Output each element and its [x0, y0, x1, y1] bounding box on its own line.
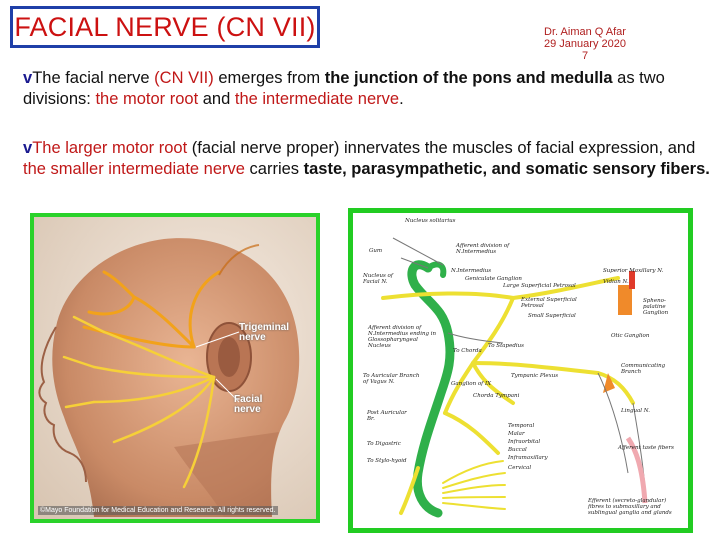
- text-span: as two divisions:: [23, 69, 665, 108]
- label-tympanic-plexus: Tympanic Plexus: [511, 373, 559, 379]
- text-span: the intermediate nerve: [234, 90, 400, 108]
- schematic-labels: Nucleus solitarius Gum Afferent division…: [353, 213, 688, 528]
- label-lingual: Lingual N.: [621, 408, 651, 414]
- text-span: the smaller intermediate nerve: [23, 160, 245, 178]
- label-otic: Otic Ganglion: [611, 333, 650, 339]
- label-infraorbital: Infraorbital: [508, 439, 541, 445]
- label-trigeminal-nerve: Trigeminal nerve: [239, 322, 290, 343]
- author-date: 29 January 2020: [544, 38, 626, 50]
- author-block: Dr. Aiman Q Afar 29 January 2020 7: [520, 26, 650, 62]
- label-sphenopalatine: Spheno-palatine Ganglion: [643, 298, 669, 316]
- label-vidian: Vidian N.: [603, 279, 629, 285]
- text-span: the junction of the pons and medulla: [324, 69, 613, 87]
- label-afferent-fibers: Afferent taste fibers: [618, 445, 674, 451]
- facial-nerve-lines: [62, 315, 216, 489]
- label-post-auricular: Post Auricular Br.: [367, 410, 407, 422]
- author-name: Dr. Aiman Q Afar: [544, 26, 626, 38]
- label-afferent-division-2: Afferent division of N.Intermedius endin…: [368, 325, 437, 349]
- label-nucleus-facial: Nucleus of Facial N.: [363, 273, 393, 285]
- label-communicating: Communicating Branch: [621, 363, 666, 375]
- text-span: (CN VII): [154, 69, 214, 87]
- bullet-marker: v: [23, 139, 33, 157]
- main-trunk: [407, 260, 455, 518]
- intermediate-nerve: [381, 276, 635, 515]
- label-greater-superficial: Large Superficial Petrosal: [503, 283, 576, 289]
- label-superior-maxillary: Superior Maxillary N.: [603, 268, 664, 274]
- title-box: FACIAL NERVE (CN VII): [10, 6, 320, 48]
- label-to-chorda: To Chorda: [453, 348, 482, 354]
- page-number: 7: [581, 50, 589, 62]
- sphenopalatine-ganglion: [618, 285, 632, 315]
- label-efferent: Efferent (secreto-glandular) fibres to s…: [588, 498, 672, 516]
- text-span: .: [399, 90, 404, 108]
- label-afferent-division: Afferent division of N.Intermedius: [456, 243, 510, 255]
- label-to-stylohyoid: To Stylo-hyoid: [367, 458, 407, 464]
- copyright-credit: ©Mayo Foundation for Medical Education a…: [38, 506, 278, 515]
- bullet-2: vThe larger motor root (facial nerve pro…: [23, 138, 713, 180]
- head-illustration: Trigeminal nerve Facial nerve ©Mayo Foun…: [30, 213, 320, 523]
- text-span: emerges from: [213, 69, 325, 87]
- text-span: (facial nerve proper): [187, 139, 340, 157]
- label-cervical: Cervical: [508, 465, 532, 471]
- trigeminal-nerve-lines: [82, 270, 221, 349]
- text-span: the motor root: [95, 90, 199, 108]
- label-gum: Gum: [369, 248, 383, 254]
- nerve-schematic: Nucleus solitarius Gum Afferent division…: [348, 208, 693, 533]
- label-facial-nerve: Facial nerve: [234, 394, 263, 415]
- schematic-svg: [381, 237, 648, 518]
- page-title: FACIAL NERVE (CN VII): [14, 11, 316, 42]
- label-to-auricular: To Auricular Branch of Vagus N.: [363, 373, 420, 385]
- bullet-1: vThe facial nerve (CN VII) emerges from …: [23, 68, 713, 110]
- label-temporal: Temporal: [508, 423, 535, 429]
- text-span: and: [198, 90, 235, 108]
- label-to-stapedius: To Stapedius: [488, 343, 524, 349]
- head-svg: [34, 217, 316, 519]
- label-buccal: Buccal: [508, 447, 527, 453]
- label-geniculate: Geniculate Ganglion: [465, 276, 522, 282]
- label-small-superficial: Small Superficial: [528, 313, 576, 319]
- label-to-digastric: To Digastric: [367, 441, 401, 447]
- text-span: carries: [244, 160, 304, 178]
- bullet-marker: v: [23, 69, 33, 87]
- label-ganglion-ix: Ganglion of IX: [451, 381, 492, 387]
- label-nucleus-solitarius: Nucleus solitarius: [405, 218, 456, 224]
- label-malar: Malar: [508, 431, 525, 437]
- label-inframaxillary: Inframaxillary: [508, 455, 548, 461]
- label-n-intermedius: N.Intermedius: [451, 268, 492, 274]
- label-external-superficial: External Superficial Petrosal: [521, 297, 577, 309]
- text-span: taste, parasympathetic, and somatic sens…: [303, 160, 710, 178]
- text-span: innervates the muscles of facial express…: [339, 139, 696, 157]
- label-chorda: Chorda Tympani: [473, 393, 520, 399]
- text-span: The larger motor root: [32, 139, 188, 157]
- text-span: The facial nerve: [32, 69, 155, 87]
